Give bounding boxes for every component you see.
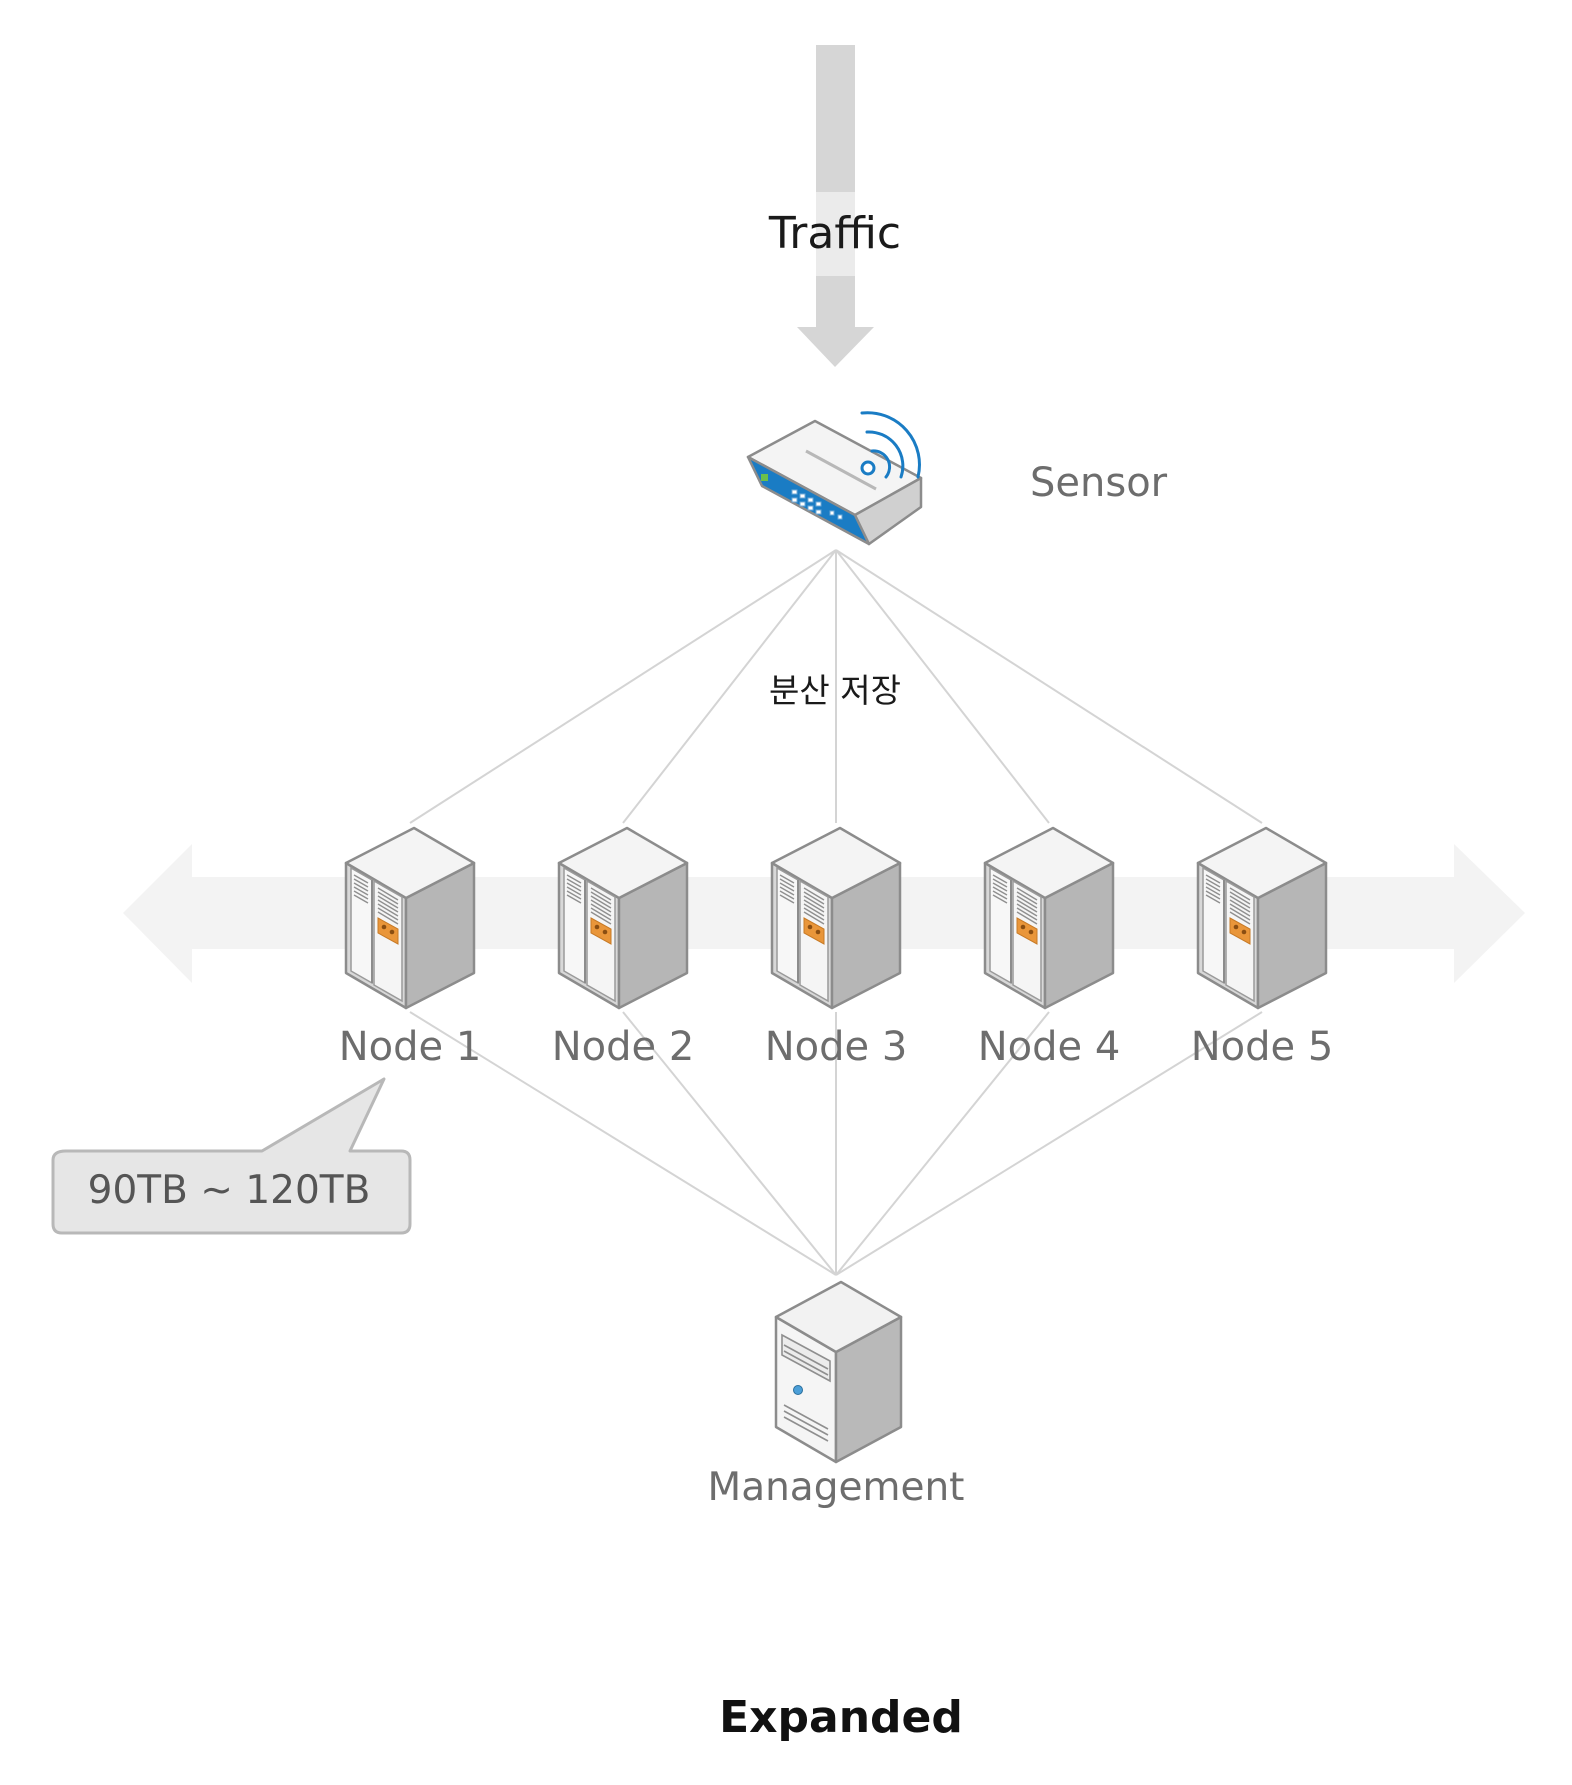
capacity-callout-text: 90TB ~ 120TB [87,1168,371,1213]
management-links [409,1011,1263,1276]
node-label: Node 5 [1190,1024,1334,1070]
server-tower-icon [770,826,902,1010]
traffic-label: Traffic [768,208,902,259]
server-tower-icon [1196,826,1328,1010]
node-label: Node 2 [551,1024,695,1070]
node-label: Node 3 [764,1024,908,1070]
router-icon [746,411,923,546]
server-tower-icon [557,826,689,1010]
server-tower-icon [983,826,1115,1010]
distributed-storage-label: 분산 저장 [769,671,901,710]
capacity-callout-bubble [51,1077,412,1235]
node-label: Node 1 [338,1024,482,1070]
management-label: Management [707,1465,965,1510]
node-label: Node 4 [977,1024,1121,1070]
traffic-arrow [797,45,874,367]
sensor-links [409,549,1263,824]
server-tower-icon [344,826,476,1010]
server-icon [774,1280,903,1464]
diagram-caption: Expanded [719,1692,963,1743]
sensor-label: Sensor [1030,460,1168,506]
